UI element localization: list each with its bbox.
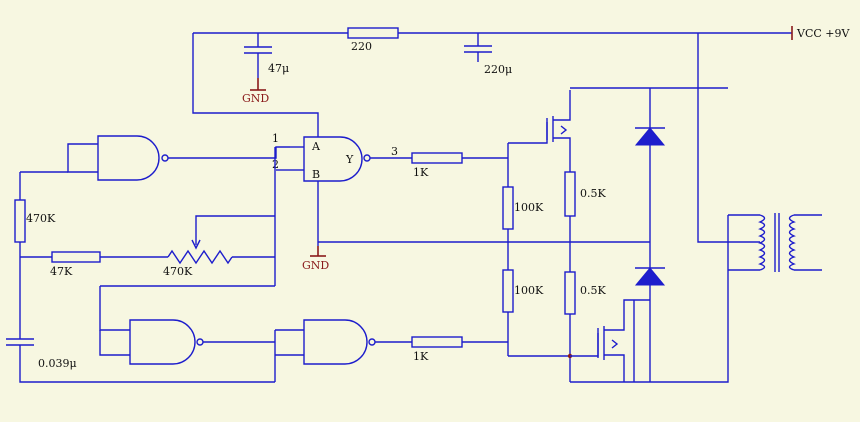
diode-lower <box>634 267 666 286</box>
resistor-100k-top: 100K <box>502 186 544 230</box>
ground-top: GND <box>242 78 269 105</box>
capacitor-0039u: 0.039μ <box>6 338 77 370</box>
capacitor-220u-label: 220μ <box>484 63 512 76</box>
capacitor-220u: 220μ <box>464 33 512 76</box>
nand-gate-main: A B Y 1 2 3 <box>272 132 398 182</box>
resistor-100k-top-label: 100K <box>514 201 544 214</box>
diode-upper <box>634 127 666 146</box>
resistor-220-label: 220 <box>351 40 372 53</box>
nand-gate-upper-left <box>20 135 290 181</box>
gate-pin-b: B <box>312 168 320 181</box>
potentiometer-470k: 470K <box>163 232 233 278</box>
vcc-supply-rail: VCC +9V <box>193 26 850 40</box>
nand-gate-lower-left <box>99 286 275 365</box>
capacitor-47u: 47μ <box>244 33 289 78</box>
mosfet-upper <box>508 90 571 172</box>
vcc-label: VCC +9V <box>796 27 850 40</box>
resistor-100k-bottom-label: 100K <box>514 284 544 297</box>
resistor-05k-bottom-label: 0.5K <box>580 284 606 297</box>
capacitor-0039u-label: 0.039μ <box>38 357 77 370</box>
resistor-05k-top: 0.5K <box>564 171 606 217</box>
nand-gate-lower-middle <box>274 319 412 382</box>
resistor-1k-bottom: 1K <box>411 336 463 363</box>
pin-1-label: 1 <box>272 132 279 145</box>
ground-top-label: GND <box>242 92 269 105</box>
transformer <box>758 213 822 272</box>
gate-pin-a: A <box>311 140 321 153</box>
resistor-470k: 470K <box>14 199 56 243</box>
resistor-05k-top-label: 0.5K <box>580 187 606 200</box>
resistor-05k-bottom: 0.5K <box>564 271 606 315</box>
resistor-100k-bottom: 100K <box>502 269 544 313</box>
pin-3-label: 3 <box>391 145 398 158</box>
resistor-47k-label: 47K <box>50 265 73 278</box>
resistor-220: 220 <box>347 27 399 53</box>
capacitor-47u-label: 47μ <box>268 62 289 75</box>
mosfet-lower <box>570 299 650 382</box>
resistor-47k: 47K <box>50 251 101 278</box>
gate-pin-y: Y <box>345 153 354 166</box>
resistor-470k-label: 470K <box>26 212 56 225</box>
resistor-1k-top-label: 1K <box>413 166 429 179</box>
wire-a-input <box>192 33 319 137</box>
ground-middle: GND <box>302 181 329 272</box>
resistor-1k-top: 1K <box>411 152 463 179</box>
ground-middle-label: GND <box>302 259 329 272</box>
potentiometer-470k-label: 470K <box>163 265 193 278</box>
resistor-1k-bottom-label: 1K <box>413 350 429 363</box>
